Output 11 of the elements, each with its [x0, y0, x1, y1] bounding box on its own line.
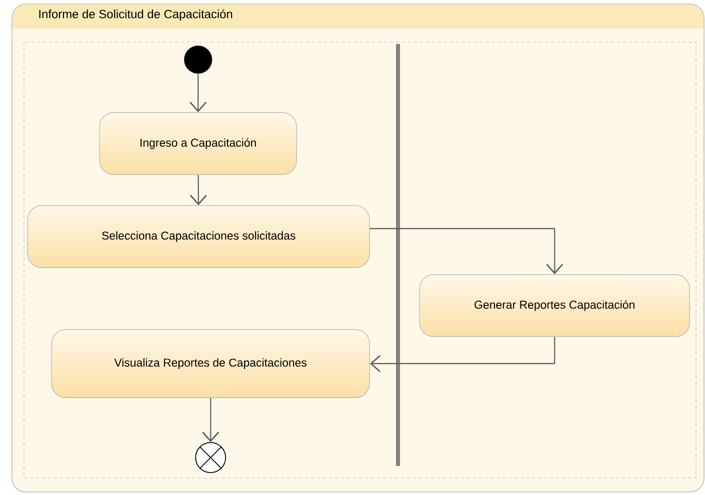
action-box: Generar Reportes Capacitación: [419, 274, 690, 337]
start-dot: [184, 46, 212, 74]
end-symbol: [195, 442, 226, 474]
arrow: [190, 174, 207, 206]
arrow: [370, 336, 556, 372]
arrow: [202, 398, 220, 442]
arrow: [370, 228, 564, 274]
action-box: Visualiza Reportes de Capacitaciones: [51, 329, 370, 398]
action-box: Ingreso a Capacitación: [99, 112, 297, 175]
action-box: Selecciona Capacitaciones solicitadas: [27, 205, 370, 268]
arrow: [190, 74, 207, 112]
